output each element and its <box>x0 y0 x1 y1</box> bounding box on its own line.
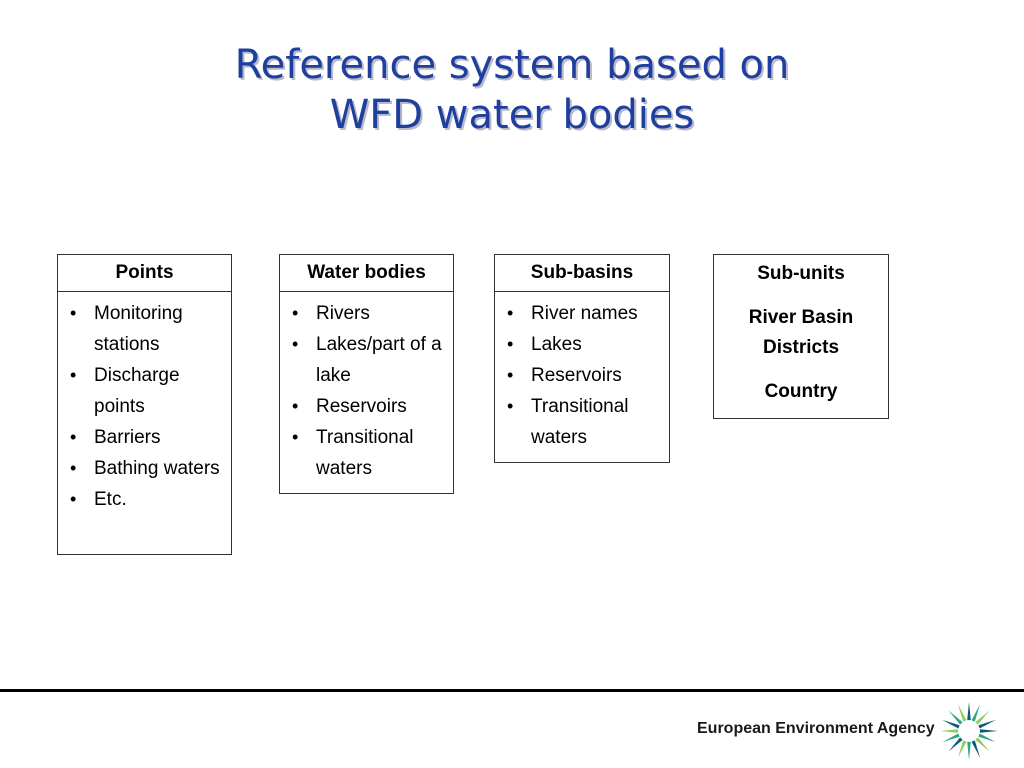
list-item: Monitoring stations <box>70 298 225 360</box>
slide-title-line-2: WFD water bodies <box>329 92 695 138</box>
logo-ray <box>978 719 996 729</box>
list-item: Reservoirs <box>292 391 447 422</box>
points-list: Monitoring stations Discharge points Bar… <box>58 292 231 523</box>
logo-ray <box>948 710 963 725</box>
list-item: Transitional waters <box>292 422 447 484</box>
river-basin-districts-label: River Basin Districts <box>748 307 854 358</box>
country-label: Country <box>764 381 838 402</box>
slide-title: Reference system based on WFD water bodi… <box>0 40 1024 140</box>
logo-center <box>960 722 978 740</box>
points-box: Points Monitoring stations Discharge poi… <box>57 254 232 555</box>
logo-ray <box>975 737 990 752</box>
list-item: Lakes/part of a lake <box>292 329 447 391</box>
list-item: Etc. <box>70 484 225 515</box>
sub-units-box: Sub-units River Basin Districts Country <box>713 254 889 419</box>
logo-ray <box>971 740 981 758</box>
list-item: Lakes <box>507 329 663 360</box>
list-item: Barriers <box>70 422 225 453</box>
slide-title-line-1: Reference system based on <box>234 42 790 88</box>
logo-ray <box>971 704 981 722</box>
eea-sun-logo-icon <box>940 702 998 760</box>
sub-basins-box: Sub-basins River names Lakes Reservoirs … <box>494 254 670 463</box>
list-item: Bathing waters <box>70 453 225 484</box>
list-item: Rivers <box>292 298 447 329</box>
logo-ray <box>979 729 998 733</box>
list-item: Transitional waters <box>507 391 663 453</box>
water-bodies-box: Water bodies Rivers Lakes/part of a lake… <box>279 254 454 494</box>
sub-basins-box-heading: Sub-basins <box>495 255 669 292</box>
sub-units-content: Sub-units River Basin Districts Country <box>714 255 888 413</box>
logo-ray <box>957 740 967 758</box>
list-item: Reservoirs <box>507 360 663 391</box>
water-bodies-list: Rivers Lakes/part of a lake Reservoirs T… <box>280 292 453 492</box>
list-item: River names <box>507 298 663 329</box>
sub-units-heading: Sub-units <box>757 263 845 284</box>
logo-ray <box>975 710 990 725</box>
logo-ray <box>978 733 996 743</box>
logo-ray <box>957 704 967 722</box>
list-item: Discharge points <box>70 360 225 422</box>
logo-ray <box>948 737 963 752</box>
logo-ray <box>942 719 960 729</box>
logo-ray <box>942 733 960 743</box>
agency-name: European Environment Agency <box>697 720 935 737</box>
footer-divider <box>0 689 1024 692</box>
water-bodies-box-heading: Water bodies <box>280 255 453 292</box>
logo-ray <box>940 729 959 733</box>
sub-basins-list: River names Lakes Reservoirs Transitiona… <box>495 292 669 461</box>
logo-ray <box>967 702 971 721</box>
points-box-heading: Points <box>58 255 231 292</box>
logo-ray <box>967 741 971 760</box>
